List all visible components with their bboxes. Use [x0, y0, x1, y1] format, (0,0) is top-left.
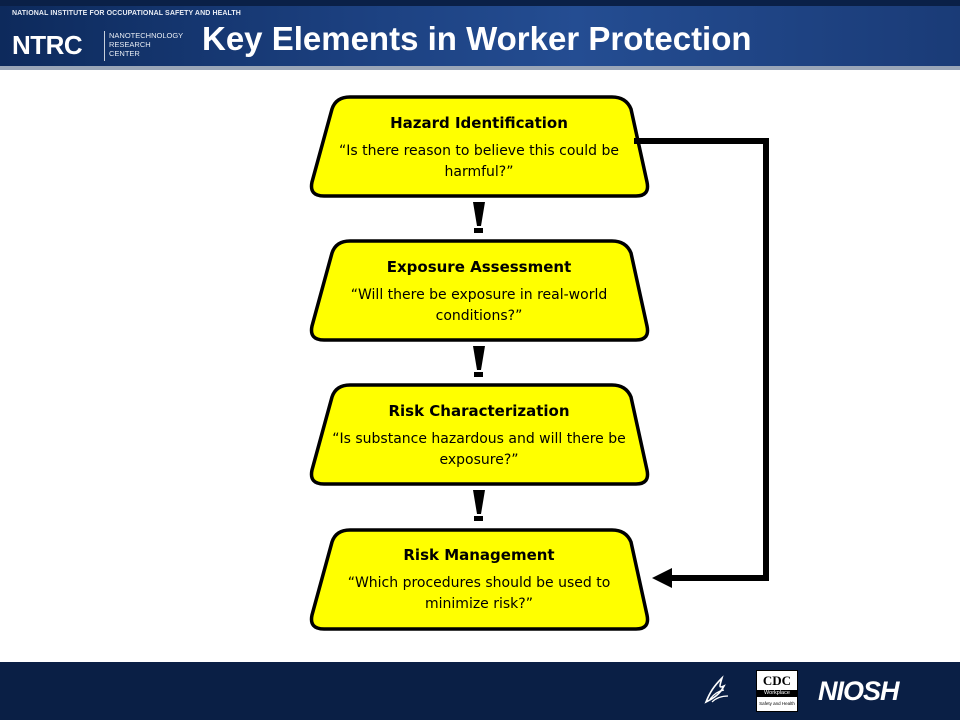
step-question: “Is substance hazardous and will there b…	[332, 431, 626, 468]
header-divider	[0, 66, 960, 70]
cdc-label: CDC	[762, 673, 792, 688]
down-arrow-2	[473, 346, 485, 377]
step-exposure-assessment: Exposure Assessment “Will there be expos…	[329, 257, 629, 327]
step-title: Risk Management	[403, 546, 555, 564]
header-top-strip	[0, 0, 960, 6]
slide-title: Key Elements in Worker Protection	[202, 20, 752, 57]
logo-sub-line-1: NANOTECHNOLOGY	[109, 31, 184, 40]
step-box-hazard-identification	[309, 95, 650, 198]
step-title: Exposure Assessment	[386, 258, 572, 276]
feedback-connector-arrow	[634, 138, 769, 588]
hhs-eagle-icon	[704, 675, 729, 704]
step-question: “Is there reason to believe this could b…	[338, 143, 620, 180]
step-risk-characterization: Risk Characterization “Is substance haza…	[329, 401, 629, 471]
step-title: Hazard Identification	[390, 114, 568, 132]
ntrc-logo-subtitle: NANOTECHNOLOGY RESEARCH CENTER	[109, 31, 183, 58]
logo-sub-line-3: CENTER	[109, 49, 140, 58]
ntrc-logo: NTRC	[12, 30, 83, 60]
logo-separator	[104, 31, 105, 61]
step-box-exposure-assessment	[309, 239, 650, 342]
footer-bar	[0, 662, 960, 720]
niosh-logo: NIOSH	[818, 676, 900, 706]
step-box-risk-management	[309, 528, 650, 631]
cdc-subtitle: Workplace	[757, 690, 797, 697]
cdc-logo: CDC Workplace Safety and Health	[756, 670, 798, 712]
logo-sub-line-2: RESEARCH	[109, 40, 151, 49]
step-question: “Will there be exposure in real-world co…	[350, 287, 608, 324]
step-box-risk-characterization	[309, 383, 650, 486]
step-hazard-identification: Hazard Identification “Is there reason t…	[329, 113, 629, 183]
step-risk-management: Risk Management “Which procedures should…	[329, 545, 629, 615]
down-arrow-1	[473, 202, 485, 233]
step-question: “Which procedures should be used to mini…	[347, 575, 611, 612]
down-arrow-3	[473, 490, 485, 521]
institute-name: NATIONAL INSTITUTE FOR OCCUPATIONAL SAFE…	[12, 10, 241, 17]
header-bar	[0, 0, 960, 70]
step-title: Risk Characterization	[388, 402, 570, 420]
cdc-subtitle-2: Safety and Health	[759, 701, 795, 706]
